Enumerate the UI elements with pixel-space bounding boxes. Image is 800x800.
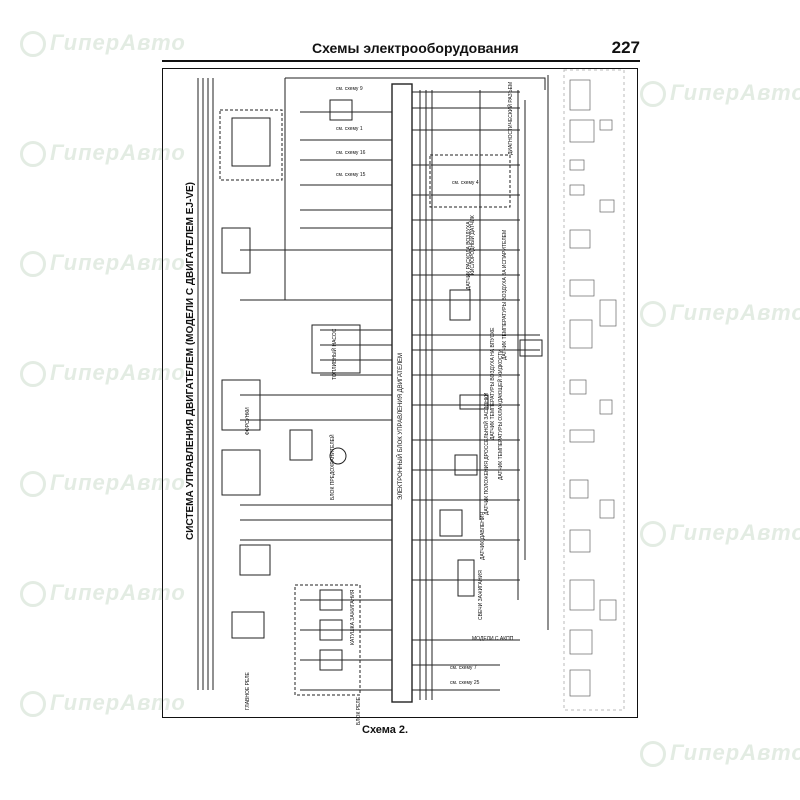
component-label-text: ДАТЧИК ТЕМПЕРАТУРЫ ВОЗДУХА ЗА ИСПАРИТЕЛЕ… (502, 229, 508, 360)
component-label-text: КАТУШКА ЗАЖИГАНИЯ (350, 589, 356, 645)
component-label-text: СВЕЧИ ЗАЖИГАНИЯ (478, 570, 484, 620)
watermark-logo-icon (20, 471, 46, 498)
component-label-text: ДАТЧИК ДАВЛЕНИЯ (480, 511, 486, 560)
component-label-text: ДАТЧИК ПОЛОЖЕНИЯ ДРОССЕЛЬНОЙ ЗАСЛОНКИ (484, 392, 490, 515)
watermark: ГиперАвто (640, 740, 800, 768)
reference-note: см. схему 25 (450, 680, 480, 686)
component-label-text: БЛОК РЕЛЕ (356, 696, 362, 725)
watermark-logo-icon (20, 691, 46, 718)
diagram-frame (162, 68, 638, 718)
ecu-label-text: ЭЛЕКТРОННЫЙ БЛОК УПРАВЛЕНИЯ ДВИГАТЕЛЕМ (398, 352, 404, 500)
watermark-logo-icon (20, 581, 46, 608)
reference-note: см. схему 16 (336, 150, 366, 156)
watermark: ГиперАвто (640, 80, 800, 108)
reference-note: см. схему 9 (336, 86, 363, 92)
reference-note: см. схему 15 (336, 172, 366, 178)
watermark: ГиперАвто (640, 300, 800, 328)
model-note: МОДЕЛИ С АКПП (472, 636, 514, 642)
watermark-logo-icon (640, 521, 666, 548)
vertical-title-text: СИСТЕМА УПРАВЛЕНИЯ ДВИГАТЕЛЕМ (МОДЕЛИ С … (185, 182, 196, 540)
component-label-text: ДАТЧИК РАСХОДА ВОЗДУХА (466, 221, 472, 290)
page-header: Схемы электрооборудования 227 (162, 38, 640, 62)
watermark-logo-icon (640, 301, 666, 328)
component-label-text: ДИАГНОСТИЧЕСКИЙ РАЗЪЕМ (508, 81, 514, 155)
watermark-logo-icon (20, 361, 46, 388)
page-number: 227 (611, 38, 640, 57)
watermark-logo-icon (20, 141, 46, 168)
component-label-text: ГЛАВНОЕ РЕЛЕ (245, 672, 251, 710)
watermark-logo-icon (20, 251, 46, 278)
watermark: ГиперАвто (20, 30, 186, 58)
watermark: ГиперАвто (640, 520, 800, 548)
figure-caption: Схема 2. (362, 724, 409, 736)
watermark-logo-icon (20, 31, 46, 58)
watermark-logo-icon (640, 81, 666, 108)
component-label-text: ДАТЧИК ТЕМПЕРАТУРЫ ОХЛАЖДАЮЩЕЙ ЖИДКОСТИ (498, 349, 504, 480)
component-label-text: БЛОК ПРЕДОХРАНИТЕЛЕЙ (330, 434, 336, 500)
reference-note: см. схему 7 (450, 665, 477, 671)
component-label-text: ФОРСУНКИ (245, 407, 251, 435)
page-title: Схемы электрооборудования (312, 40, 519, 56)
reference-note: см. схему 1 (336, 126, 363, 132)
reference-note: см. схему 4 (452, 180, 479, 186)
component-label-text: ДАТЧИК ТЕМПЕРАТУРЫ ВОЗДУХА НА ВПУСКЕ (490, 327, 496, 440)
watermark-logo-icon (640, 741, 666, 768)
component-label-text: ТОПЛИВНЫЙ НАСОС (332, 328, 338, 380)
